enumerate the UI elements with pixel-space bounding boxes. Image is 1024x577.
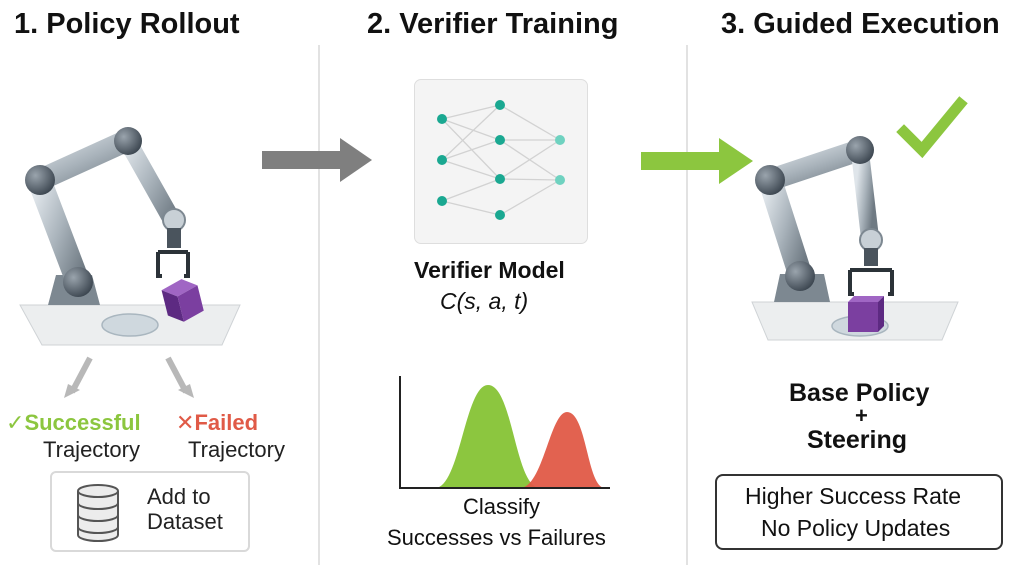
gripper-fingers [156, 250, 190, 278]
execution-robot-shoulder-joint [755, 165, 785, 195]
distribution-plot [399, 376, 610, 489]
target-spot [101, 313, 159, 337]
verifier-formula: C(s, a, t) [440, 288, 529, 314]
robot-lower-arm [28, 170, 90, 294]
execution-robot-base-joint [785, 261, 815, 291]
execution-robot-lower-arm [758, 168, 812, 286]
classify-subtitle: Successes vs Failures [387, 525, 606, 550]
add-to-dataset-box [50, 471, 250, 552]
no-policy-updates-label: No Policy Updates [761, 515, 951, 541]
arrow-rollout-to-training [262, 138, 372, 182]
execution-robot-elbow-joint [846, 136, 874, 164]
rollout-robot-illustration [19, 127, 241, 398]
robot-shoulder-joint [25, 165, 55, 195]
section-title-guided-execution: 3. Guided Execution [721, 8, 1000, 40]
section-title-policy-rollout: 1. Policy Rollout [14, 8, 240, 40]
classify-label: Classify [463, 494, 541, 519]
neural-network-icon [437, 100, 565, 220]
add-to-dataset-label: Add to Dataset [147, 484, 223, 534]
higher-success-rate-label: Higher Success Rate [745, 483, 962, 509]
section-divider-right [686, 45, 688, 565]
failed-label: ✕Failed [176, 410, 259, 435]
robot-upper-arm [29, 129, 139, 191]
arrow-head-failed [178, 384, 194, 398]
check-icon: ✓ [6, 410, 25, 435]
successful-trajectory-label: Trajectory [43, 437, 140, 462]
robot-forearm [119, 133, 181, 229]
execution-gripper-mount [864, 248, 878, 266]
robot-base-joint [63, 267, 93, 297]
success-distribution [435, 385, 540, 488]
plot-axes [399, 376, 610, 489]
execution-robot-upper-arm [759, 139, 871, 191]
purple-cube [161, 279, 204, 322]
verifier-model-label: Verifier Model [414, 257, 565, 283]
steering-label: Steering [807, 426, 908, 454]
database-icon [77, 484, 119, 542]
arrow-training-to-execution [641, 138, 753, 184]
execution-robot-illustration [751, 96, 968, 341]
execution-robot-wrist-joint [859, 228, 883, 252]
section-title-verifier-training: 2. Verifier Training [367, 8, 619, 40]
successful-label: ✓Successful [6, 410, 141, 435]
base-policy-label: Base Policy [789, 379, 930, 407]
failed-trajectory-label: Trajectory [188, 437, 285, 462]
execution-robot-forearm [851, 143, 879, 247]
arrow-to-failed [165, 356, 189, 394]
robot-wrist-joint [162, 208, 186, 232]
plus-label: + [855, 403, 868, 428]
cross-icon: ✕ [176, 410, 195, 435]
success-checkmark-icon [896, 96, 968, 159]
arrow-to-successful [69, 356, 93, 394]
failure-distribution [520, 412, 605, 488]
gripper-mount [167, 228, 181, 248]
arrow-head-successful [64, 384, 80, 398]
execution-gripper-fingers [848, 268, 894, 296]
execution-purple-cube [848, 296, 884, 332]
robot-elbow-joint [114, 127, 142, 155]
section-divider-left [318, 45, 320, 565]
result-box [715, 474, 1003, 550]
